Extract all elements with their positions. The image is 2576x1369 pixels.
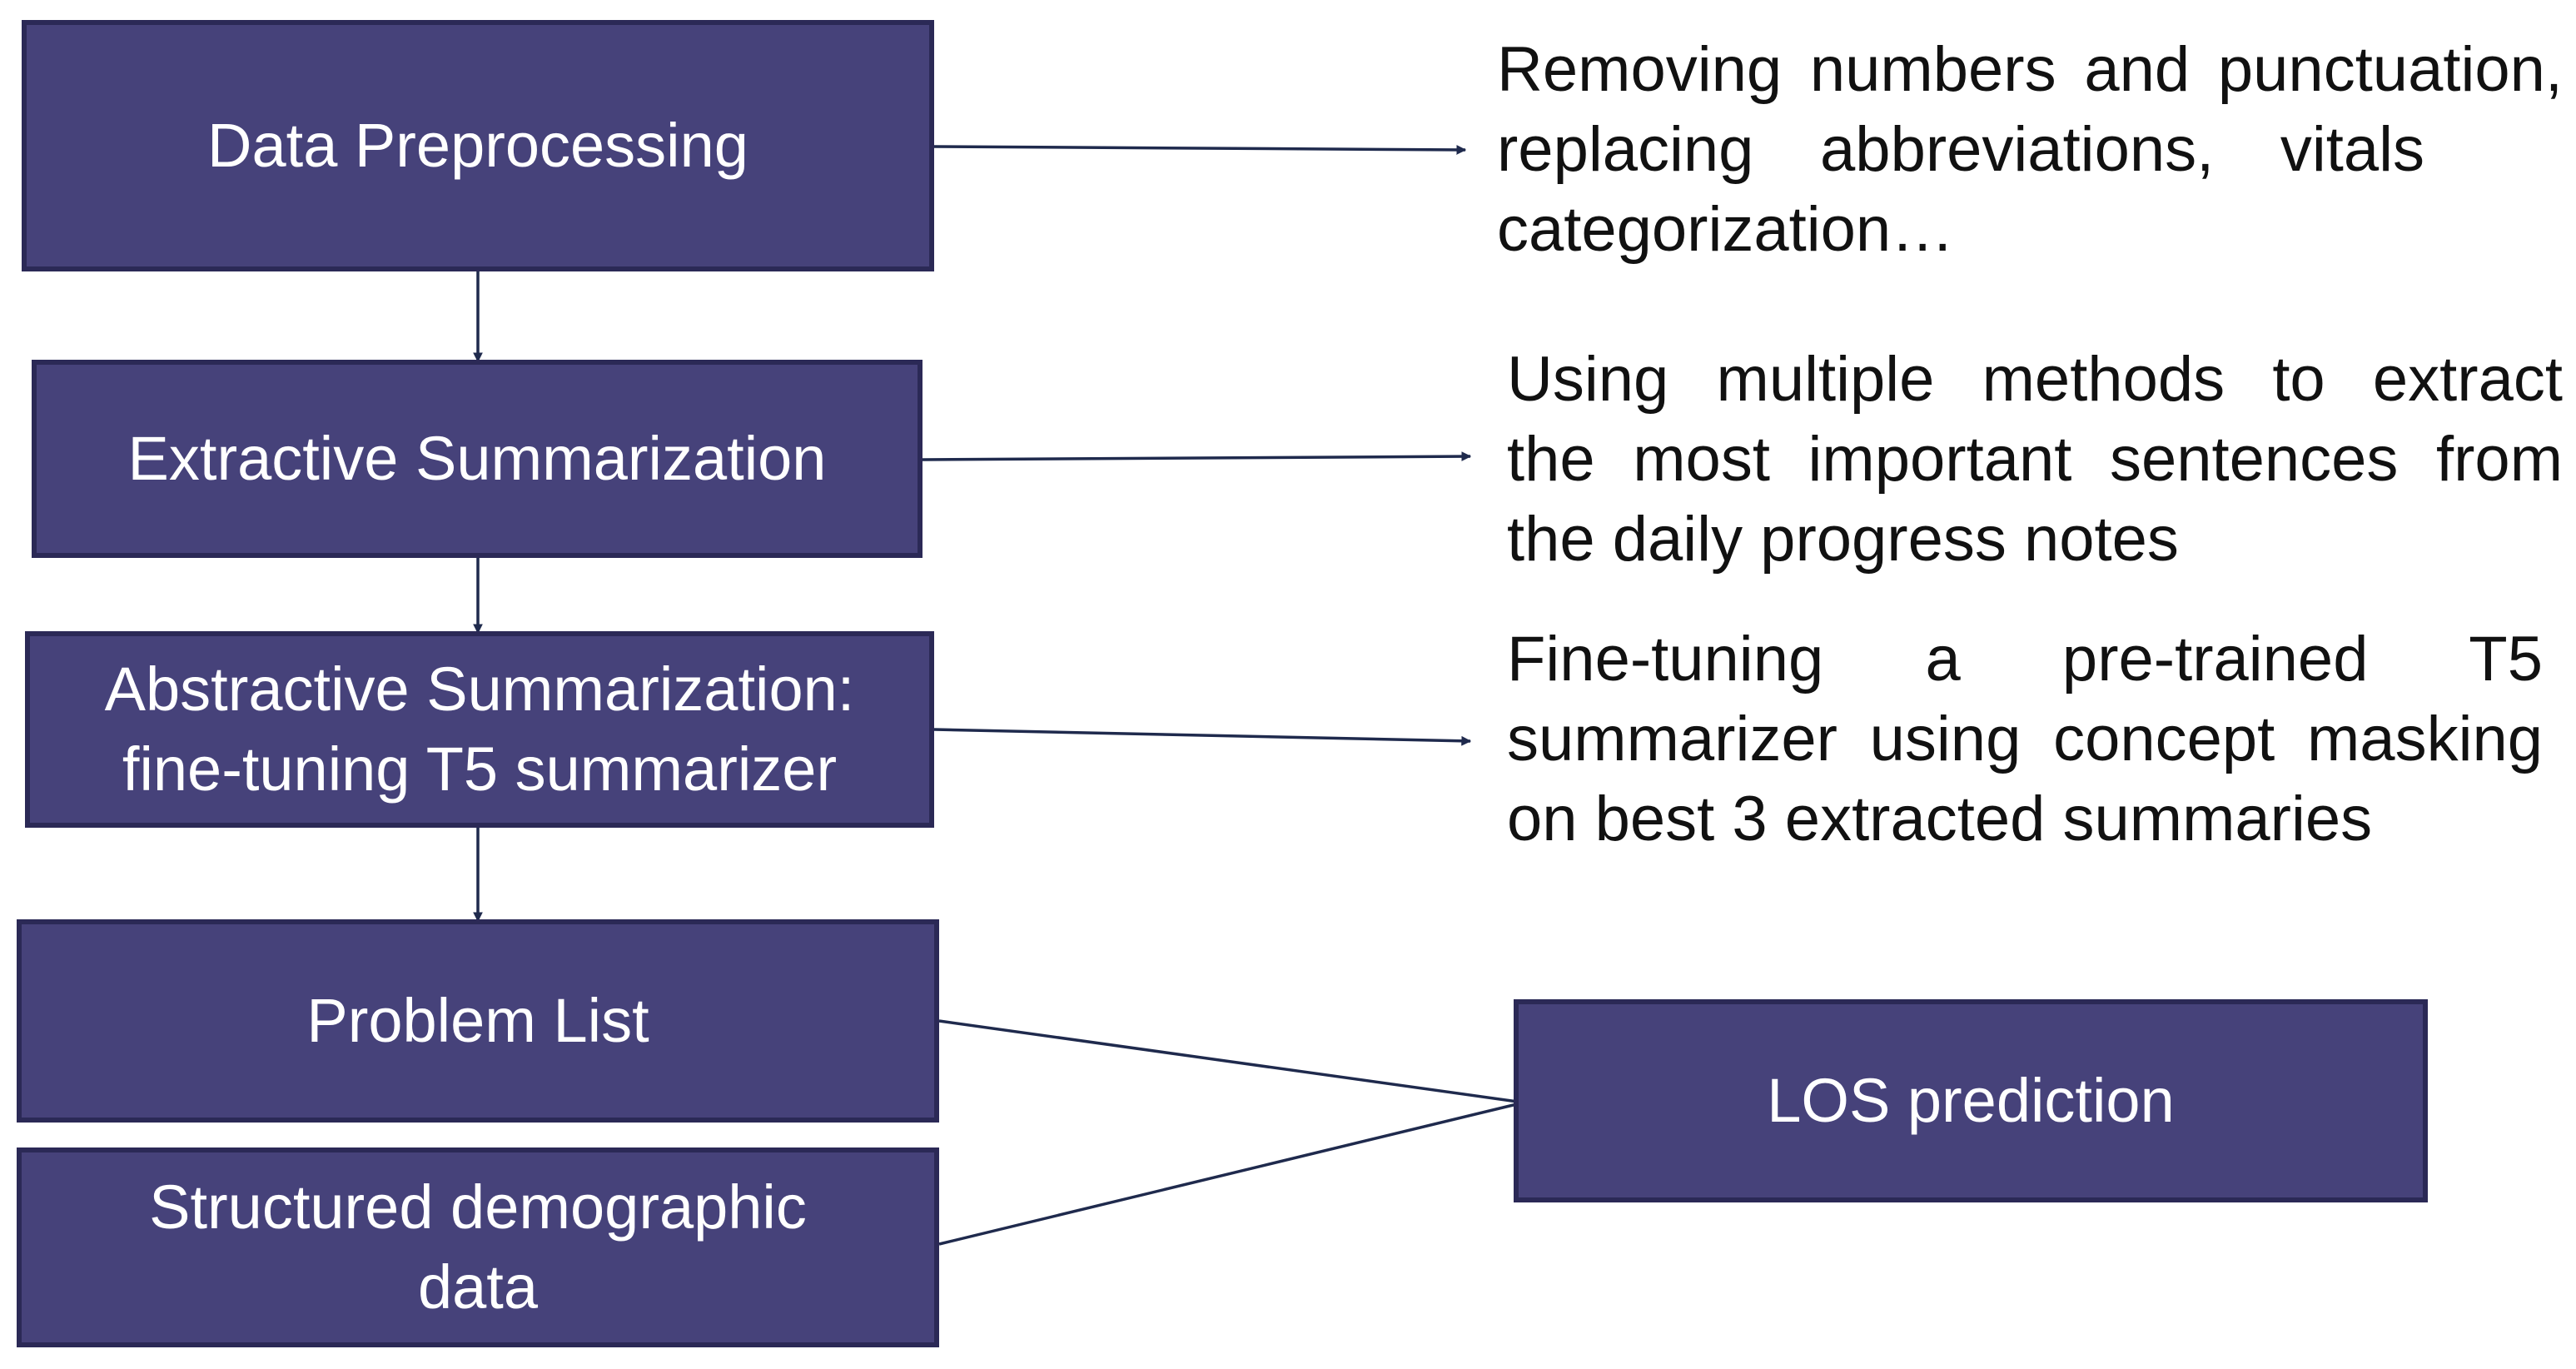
arrow-problem-list-to-los bbox=[938, 1019, 1525, 1107]
box-structured-demographic-data-line-1: Structured demographic bbox=[149, 1172, 807, 1242]
box-structured-demographic-data-line-2: data bbox=[417, 1252, 538, 1322]
box-structured-demographic-data: Structured demographic data bbox=[17, 1147, 939, 1347]
arrow-preprocessing-to-note bbox=[933, 144, 1467, 155]
note-extractive-line-1: Using multiple methods to extract bbox=[1507, 344, 2563, 415]
note-abstractive-line-1: Fine-tuning a pre-trained T5 bbox=[1507, 624, 2543, 694]
box-abstractive-summarization-line-2: fine-tuning T5 summarizer bbox=[122, 734, 838, 804]
box-data-preprocessing-label: Data Preprocessing bbox=[207, 110, 748, 180]
note-preprocessing-line-2: replacing abbreviations, vitals bbox=[1497, 114, 2424, 185]
note-preprocessing: Removing numbers and punctuation, replac… bbox=[1497, 30, 2563, 270]
box-extractive-summarization: Extractive Summarization bbox=[32, 360, 922, 558]
box-extractive-summarization-label: Extractive Summarization bbox=[127, 423, 827, 493]
box-problem-list: Problem List bbox=[17, 919, 939, 1123]
box-los-prediction-label: LOS prediction bbox=[1767, 1065, 2175, 1135]
note-preprocessing-line-3: categorization… bbox=[1497, 194, 1955, 265]
box-abstractive-summarization-line-1: Abstractive Summarization: bbox=[104, 654, 855, 724]
arrow-abstractive-to-note bbox=[933, 728, 1472, 746]
note-abstractive-line-2: summarizer using concept masking bbox=[1507, 704, 2543, 774]
arrow-extractive-to-note bbox=[922, 451, 1472, 462]
box-los-prediction: LOS prediction bbox=[1514, 999, 2428, 1202]
arrow-demographic-to-los bbox=[938, 1099, 1525, 1246]
box-problem-list-label: Problem List bbox=[306, 985, 649, 1055]
box-abstractive-summarization: Abstractive Summarization: fine-tuning T… bbox=[25, 631, 934, 828]
note-extractive-line-2: the most important sentences from bbox=[1507, 424, 2563, 495]
note-abstractive-line-3: on best 3 extracted summaries bbox=[1507, 784, 2373, 854]
box-data-preprocessing: Data Preprocessing bbox=[22, 20, 934, 271]
note-extractive: Using multiple methods to extract the mo… bbox=[1507, 340, 2563, 580]
note-abstractive: Fine-tuning a pre-trained T5 summarizer … bbox=[1507, 620, 2543, 859]
note-preprocessing-line-1: Removing numbers and punctuation, bbox=[1497, 34, 2563, 105]
note-extractive-line-3: the daily progress notes bbox=[1507, 504, 2179, 575]
